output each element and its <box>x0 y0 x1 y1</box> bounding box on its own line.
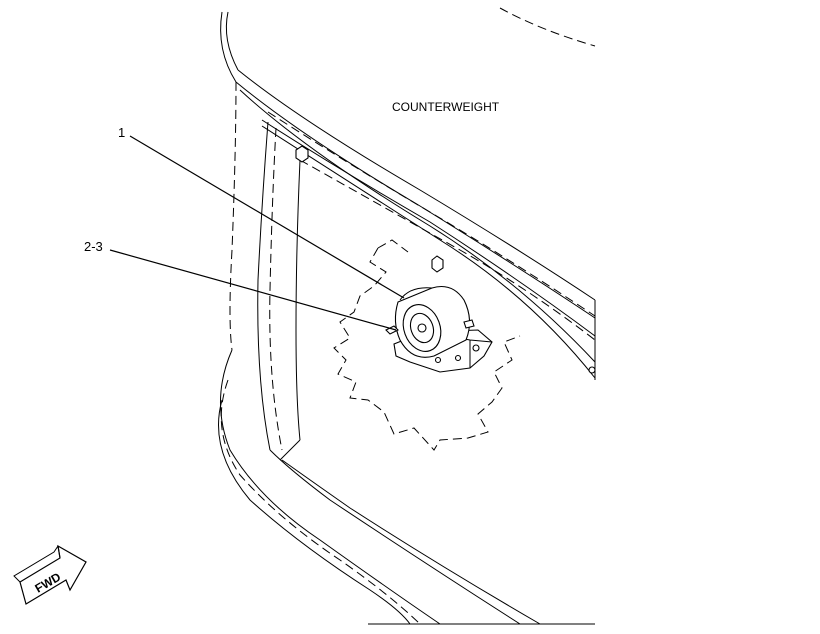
fwd-arrow-icon: FWD <box>13 544 87 605</box>
break-zigzag-top <box>377 239 409 253</box>
counterweight-upper-edge-e <box>299 159 596 341</box>
counterweight-left-flank-c <box>269 127 283 451</box>
counterweight-outline <box>218 7 596 625</box>
alarm-body-rim <box>399 287 433 301</box>
break-zigzag <box>333 247 521 451</box>
mounting-bolts <box>295 145 596 374</box>
counterweight-bottom-d <box>269 449 521 625</box>
counterweight-upper-edge-d <box>267 111 596 317</box>
counterweight-left-flank-b <box>295 159 301 441</box>
counterweight-top-arc <box>499 7 596 47</box>
counterweight-bottom-c <box>218 399 411 625</box>
bracket-bolt-hole-1 <box>472 344 480 352</box>
backup-alarm <box>385 285 493 373</box>
counterweight-bottom-f <box>279 439 301 461</box>
counterweight-label: COUNTERWEIGHT <box>392 100 500 114</box>
bolt-right <box>588 366 596 374</box>
counterweight-upper-edge-f <box>239 89 596 363</box>
counterweight-bottom-a <box>219 349 441 625</box>
leader-1 <box>129 135 405 299</box>
bolt-upper <box>295 145 309 163</box>
counterweight-bottom-b <box>220 379 421 625</box>
leader-2-3 <box>109 249 397 331</box>
counterweight-upper-edge-b <box>235 81 596 319</box>
alarm-face-center <box>417 323 427 333</box>
counterweight-bottom-e <box>281 459 541 625</box>
callout-1: 1 <box>118 125 125 140</box>
alarm-terminal-right <box>463 319 475 329</box>
bracket-bolt-hole-3 <box>434 356 442 364</box>
callout-2-3: 2-3 <box>84 239 103 254</box>
leader-lines <box>109 135 405 331</box>
bracket-bolt-hole-2 <box>454 354 462 362</box>
counterweight-left-flank-dash <box>229 81 237 351</box>
counterweight-left-flank-a <box>257 121 271 451</box>
alarm-terminal-left <box>385 325 399 335</box>
detail-break-outline <box>333 239 521 451</box>
counterweight-upper-edge-a <box>237 69 596 301</box>
bolt-middle <box>431 255 444 273</box>
counterweight-upper-edge-c <box>261 119 596 337</box>
counterweight-edge-2 <box>220 11 237 83</box>
counterweight-outer-edge <box>225 11 239 71</box>
